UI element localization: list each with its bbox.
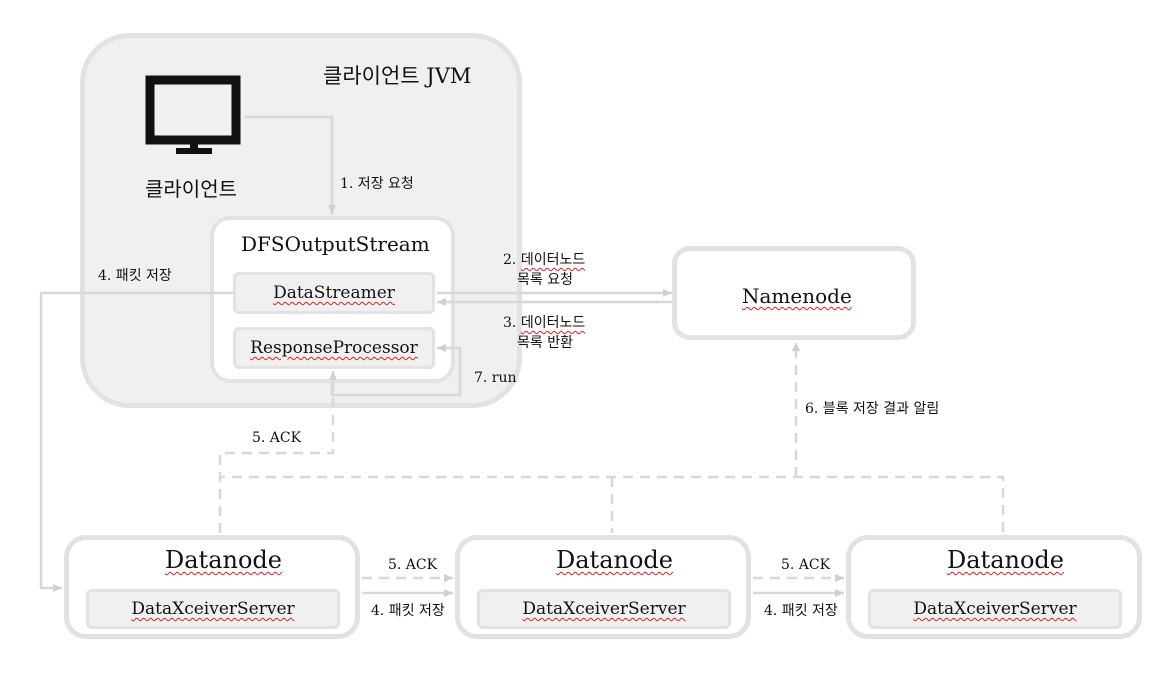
datanode-2-server-label: DataXceiverServer <box>522 599 686 619</box>
step-5-dn2-label: 5. ACK <box>781 557 831 573</box>
step-5-client-label: 5. ACK <box>252 430 302 446</box>
datanode-3-server-label: DataXceiverServer <box>913 599 1077 619</box>
namenode-box <box>672 246 916 340</box>
dfs-output-stream-title: DFSOutputStream <box>241 232 430 256</box>
client-label: 클라이언트 <box>145 177 237 201</box>
datanode-3-server-box: DataXceiverServer <box>868 589 1122 629</box>
step-2-label-line1: 2. 데이터노드 <box>503 252 586 268</box>
client-jvm-title: 클라이언트 JVM <box>323 64 472 88</box>
step-3-label-line2: 목록 반환 <box>517 335 573 351</box>
datanode-3-title: Datanode <box>947 546 1064 574</box>
step-5-dn1-label: 5. ACK <box>388 557 438 573</box>
step-6-label: 6. 블록 저장 결과 알림 <box>805 401 940 417</box>
step-4-dn2-label: 4. 패킷 저장 <box>764 603 838 619</box>
step-2-label-line2: 목록 요청 <box>517 272 573 288</box>
response-processor-label: ResponseProcessor <box>250 338 418 358</box>
data-streamer-box: DataStreamer <box>233 272 435 314</box>
datanode-1-server-box: DataXceiverServer <box>86 589 340 629</box>
data-streamer-label: DataStreamer <box>273 283 395 303</box>
datanode-2-title: Datanode <box>556 546 673 574</box>
datanode-1-server-label: DataXceiverServer <box>131 599 295 619</box>
datanode-2-server-box: DataXceiverServer <box>477 589 731 629</box>
step-4-dn1-label: 4. 패킷 저장 <box>371 603 445 619</box>
datanode-1-title: Datanode <box>165 546 282 574</box>
arrow-block-result <box>218 475 1005 533</box>
response-processor-box: ResponseProcessor <box>233 327 435 369</box>
step-7-label: 7. run <box>474 370 517 386</box>
step-1-label: 1. 저장 요청 <box>340 176 414 192</box>
step-3-label-line1: 3. 데이터노드 <box>503 315 586 331</box>
namenode-title: Namenode <box>742 284 852 308</box>
step-4-client-label: 4. 패킷 저장 <box>98 268 172 284</box>
